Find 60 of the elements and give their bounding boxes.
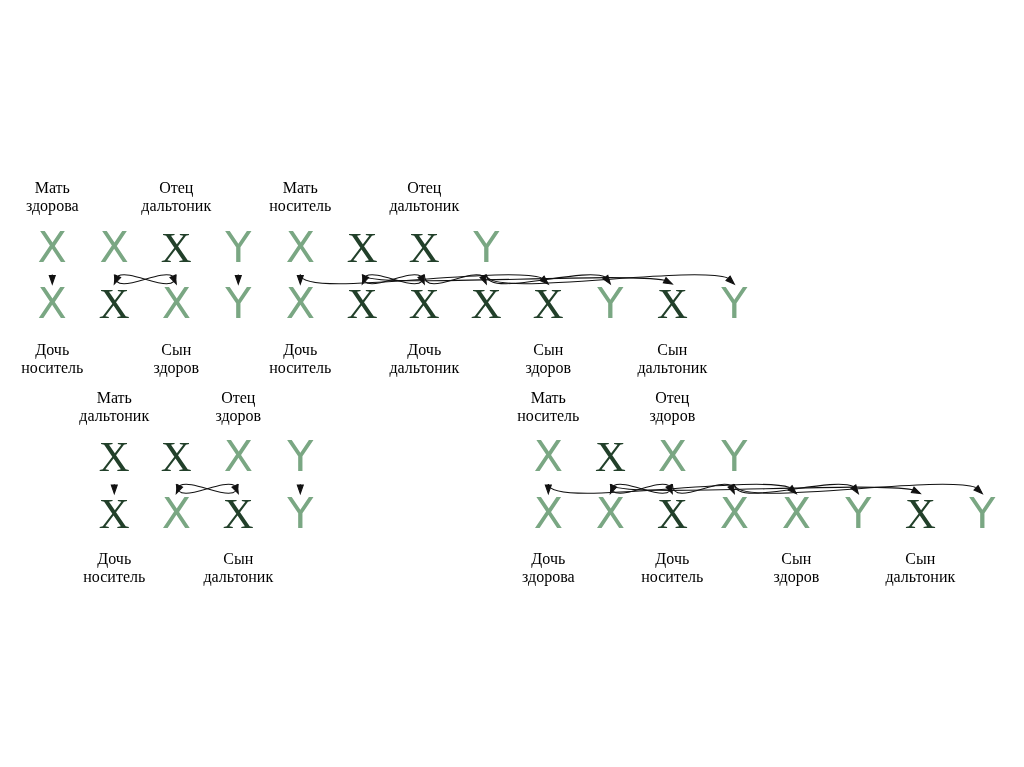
label: Мать дальтоник xyxy=(78,388,149,424)
node-text: X xyxy=(532,279,564,327)
label: Сын здоров xyxy=(152,340,199,376)
node-text: X xyxy=(161,487,191,538)
node-text: X xyxy=(160,223,192,271)
node-text: X xyxy=(595,487,625,538)
label: Сын здоров xyxy=(772,549,819,585)
label: Отец здоров xyxy=(648,388,695,424)
label: Отец дальтоник xyxy=(140,178,211,214)
label: Отец дальтоник xyxy=(388,178,459,214)
node-text: X xyxy=(37,221,67,272)
node-text: X xyxy=(222,489,254,537)
label: Мать носитель xyxy=(516,388,579,424)
label: Дочь здорова xyxy=(521,549,575,585)
node-text: X xyxy=(719,487,749,538)
node-text: X xyxy=(223,430,253,481)
node-text: X xyxy=(656,279,688,327)
node-text: Y xyxy=(844,487,871,538)
label: Мать здорова xyxy=(25,178,79,214)
node-text: X xyxy=(98,489,130,537)
node-text: X xyxy=(285,277,315,328)
node-text: Y xyxy=(286,487,313,538)
node-text: Y xyxy=(968,487,995,538)
node-text: X xyxy=(346,279,378,327)
node-text: X xyxy=(408,223,440,271)
label: Сын здоров xyxy=(524,340,571,376)
node-text: Y xyxy=(720,430,747,481)
label: Сын дальтоник xyxy=(636,340,707,376)
node-text: X xyxy=(533,487,563,538)
node-text: X xyxy=(408,279,440,327)
node-text: X xyxy=(346,223,378,271)
node-text: X xyxy=(98,279,130,327)
node-text: X xyxy=(285,221,315,272)
node-text: Y xyxy=(720,277,747,328)
node-text: X xyxy=(470,279,502,327)
node-text: X xyxy=(533,430,563,481)
node-text: X xyxy=(594,432,626,480)
node-text: X xyxy=(98,432,130,480)
node-text: Y xyxy=(224,221,251,272)
node-text: X xyxy=(904,489,936,537)
label: Дочь дальтоник xyxy=(388,340,459,376)
label: Отец здоров xyxy=(214,388,261,424)
label: Дочь носитель xyxy=(20,340,83,376)
node-text: X xyxy=(37,277,67,328)
node-text: X xyxy=(99,221,129,272)
label: Дочь носитель xyxy=(268,340,331,376)
label: Дочь носитель xyxy=(82,549,145,585)
node-text: Y xyxy=(472,221,499,272)
node-text: X xyxy=(160,432,192,480)
node-text: X xyxy=(781,487,811,538)
label: Дочь носитель xyxy=(640,549,703,585)
label: Мать носитель xyxy=(268,178,331,214)
label: Сын дальтоник xyxy=(202,549,273,585)
node-text: X xyxy=(657,430,687,481)
node-text: X xyxy=(161,277,191,328)
node-text: Y xyxy=(286,430,313,481)
node-text: X xyxy=(656,489,688,537)
node-text: Y xyxy=(224,277,251,328)
label: Сын дальтоник xyxy=(884,549,955,585)
node-text: Y xyxy=(596,277,623,328)
